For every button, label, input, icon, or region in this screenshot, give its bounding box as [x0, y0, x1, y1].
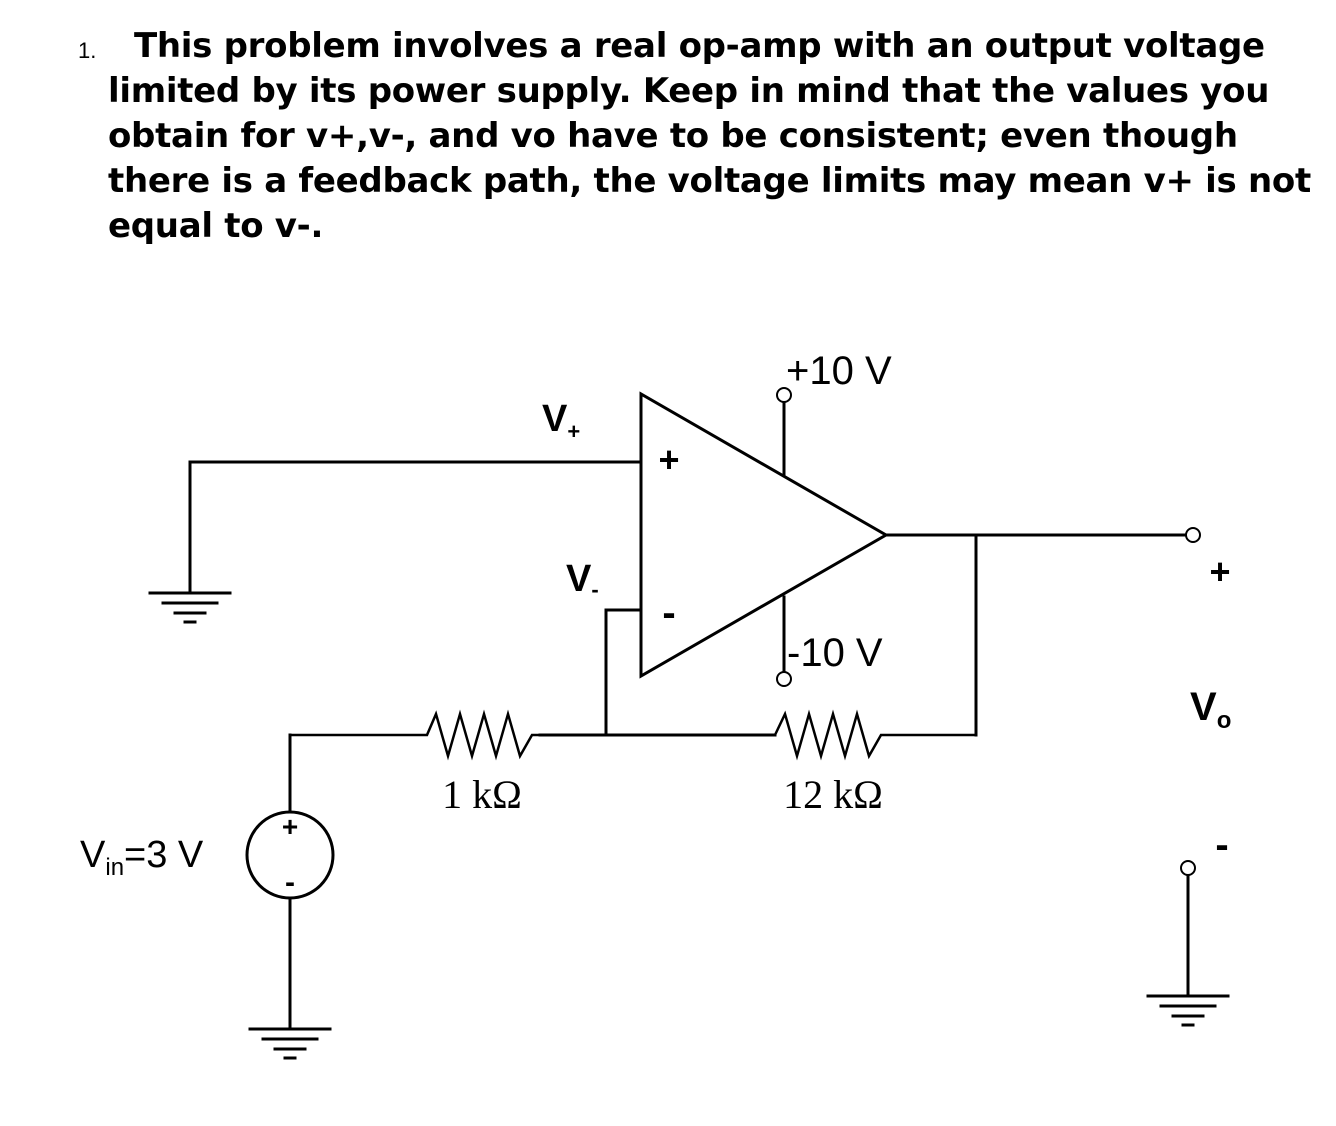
source-plus-sign: +	[282, 811, 298, 842]
ground-symbol-vplus	[148, 591, 232, 624]
supply-negative-label: -10 V	[787, 631, 883, 675]
output-plus-sign: +	[1209, 551, 1230, 592]
vneg-terminal	[776, 671, 792, 687]
output-label: Vo	[1190, 685, 1231, 734]
opamp-triangle	[639, 391, 890, 679]
output-pos-terminal	[1185, 527, 1201, 543]
supply-positive-label: +10 V	[786, 349, 892, 393]
problem-text-body: This problem involves a real op-amp with…	[108, 26, 1311, 246]
resistor-feedback-label: 12 kΩ	[783, 772, 883, 817]
problem-text: This problem involves a real op-amp with…	[108, 24, 1330, 249]
vpos-terminal	[776, 387, 792, 403]
output-minus-sign: -	[1215, 823, 1228, 867]
vminus-label: V-	[566, 558, 599, 602]
output-neg-terminal	[1180, 860, 1196, 876]
ground-symbol-source	[248, 1027, 332, 1060]
resistor-input-label: 1 kΩ	[442, 772, 522, 817]
resistor-input	[288, 709, 542, 761]
ground-symbol-output	[1146, 994, 1230, 1027]
resistor-feedback	[773, 709, 978, 761]
source-label: Vin=3 V	[80, 834, 204, 881]
vminus-wire	[604, 608, 643, 737]
opamp-plus-sign: +	[658, 439, 679, 480]
opamp-minus-sign: -	[662, 591, 675, 635]
source-minus-sign: -	[285, 866, 295, 899]
vplus-label: V+	[542, 398, 580, 444]
vplus-wire	[188, 460, 643, 592]
problem-number: 1.	[78, 38, 97, 63]
